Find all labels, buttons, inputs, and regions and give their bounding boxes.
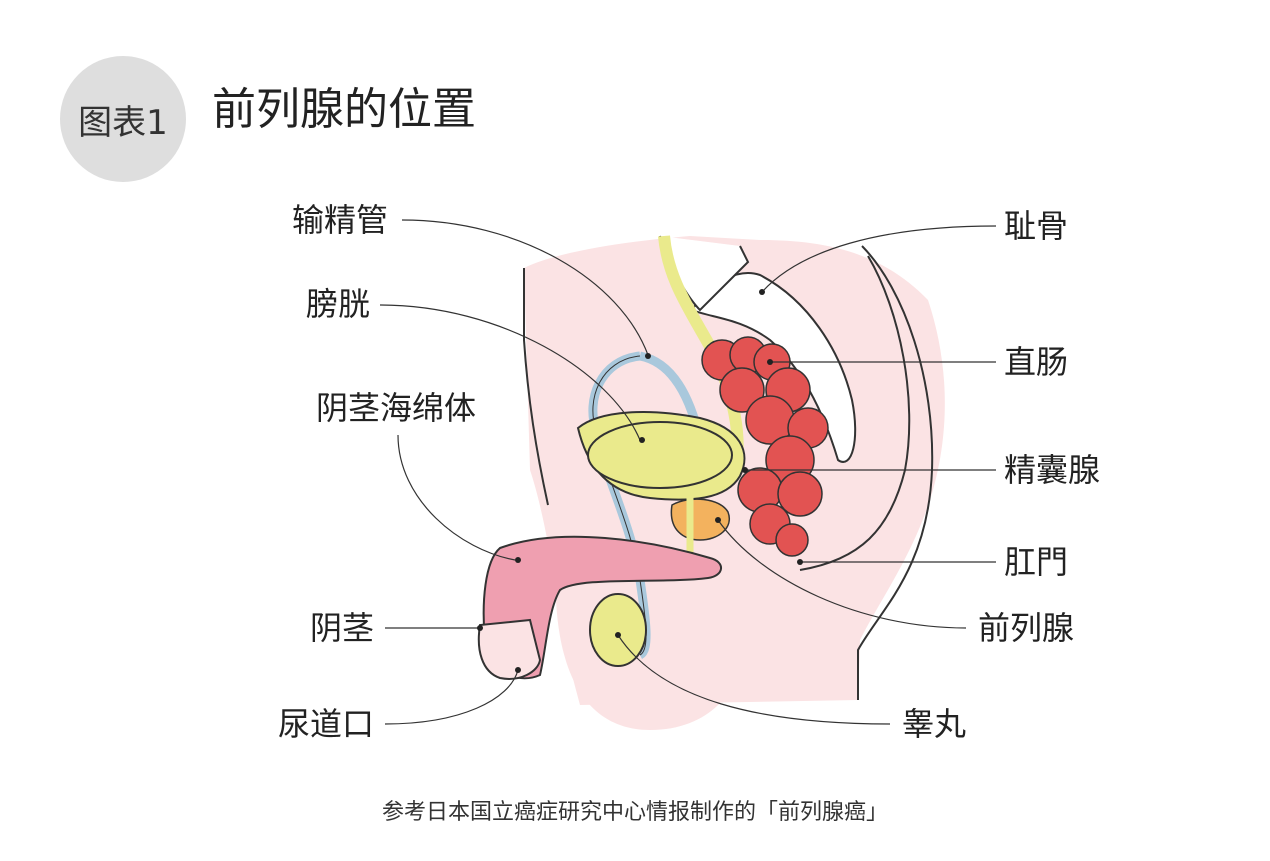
leader-bladder xyxy=(379,304,641,441)
dot-seminal-vesicle xyxy=(742,467,748,473)
label-penis: 阴茎 xyxy=(310,609,375,647)
inner-back-contour xyxy=(799,255,911,571)
label-testis: 睾丸 xyxy=(902,705,967,743)
label-urethral-opening: 尿道口 xyxy=(278,705,375,743)
rectum-lobe xyxy=(777,471,823,517)
figure-title: 前列腺的位置 xyxy=(212,84,476,135)
figure-caption: 参考日本国立癌症研究中心情报制作的「前列腺癌」 xyxy=(381,800,888,825)
label-seminal-vesicle: 精囊腺 xyxy=(1004,451,1101,489)
pubic-bone-shape xyxy=(690,272,857,463)
label-pubic-bone: 耻骨 xyxy=(1004,207,1069,245)
label-rectum: 直肠 xyxy=(1004,343,1069,381)
label-corpus-cavernosum: 阴茎海绵体 xyxy=(316,389,477,427)
scrotum-skin xyxy=(556,600,745,730)
dot-vas-deferens xyxy=(645,353,651,359)
leader-prostate xyxy=(717,519,967,629)
leader-pubic-bone xyxy=(761,225,997,293)
dot-urethral-opening xyxy=(515,667,521,673)
label-vas-deferens: 输精管 xyxy=(292,201,389,239)
glans-shape xyxy=(477,618,542,680)
leader-vas-deferens xyxy=(401,219,649,356)
prostate-shape xyxy=(670,498,731,541)
leader-lines xyxy=(379,219,997,725)
front-contour xyxy=(523,268,549,506)
figure-badge: 图表1 xyxy=(60,56,186,182)
dot-corpus-cavernosum xyxy=(515,557,521,563)
dot-pubic-bone xyxy=(759,289,765,295)
dot-testis xyxy=(615,632,621,638)
leader-dots xyxy=(477,289,803,673)
leader-corpus-cavernosum xyxy=(397,434,516,561)
label-prostate: 前列腺 xyxy=(978,609,1075,647)
rectum-lobe xyxy=(719,367,765,413)
rectum-lobe xyxy=(775,523,809,557)
rectum-shape xyxy=(701,336,829,557)
bladder-inner xyxy=(587,421,733,489)
dot-anus xyxy=(797,559,803,565)
label-anus: 肛門 xyxy=(1004,543,1069,581)
dot-bladder xyxy=(639,437,645,443)
dot-rectum xyxy=(767,359,773,365)
testis-shape xyxy=(589,593,647,667)
label-bladder: 膀胱 xyxy=(306,285,371,323)
dot-penis xyxy=(477,625,483,631)
dot-prostate xyxy=(715,517,721,523)
leader-urethral-opening xyxy=(384,669,519,725)
leader-testis xyxy=(617,634,891,725)
